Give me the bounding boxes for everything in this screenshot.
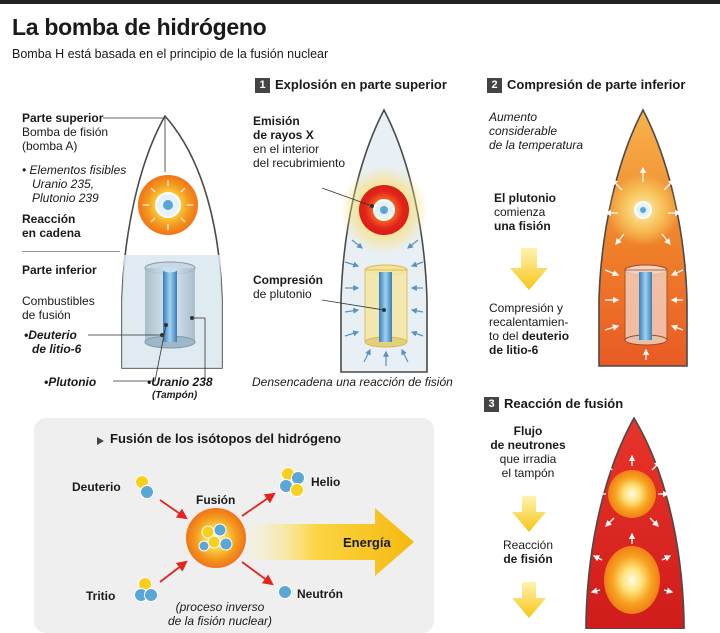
plutonium-fission-label-2: comienza (494, 205, 546, 219)
reheat-label-3: to del deuterio (489, 329, 569, 343)
fissile-elements-label: • Elementos fisibles (22, 163, 127, 177)
plutonium-fission-label: El plutonio (494, 191, 556, 205)
neutron-label: Neutrón (297, 587, 343, 601)
fusion-note-2: de la fisión nuclear) (167, 614, 273, 628)
step2-title: Compresión de parte inferior (507, 77, 686, 92)
fission-bomb-label-2: (bomba A) (22, 139, 78, 153)
page-subtitle: Bomba H está basada en el principio de l… (12, 47, 329, 61)
reheat-label: Compresión y (489, 301, 564, 315)
reheat-text: to del (489, 329, 522, 343)
uranium-label: •Uranio 238 (147, 375, 213, 389)
top-rule (0, 0, 720, 4)
bomb-anatomy (88, 114, 223, 382)
deuterium-lithium-label-2: de litio-6 (32, 342, 82, 356)
step2-heading: 2 Compresión de parte inferior (487, 77, 685, 93)
compression-label-2: de plutonio (253, 287, 312, 301)
fusion-fuel-label-2: de fusión (22, 308, 71, 322)
neutron-flux-label-3: que irradia (499, 452, 557, 466)
fusion-panel-title: Fusión de los isótopos del hidrógeno (110, 431, 342, 446)
chain-reaction-label: Reacción (22, 212, 76, 226)
bomb-step2 (598, 108, 688, 367)
tamper-label: (Tampón) (152, 390, 198, 401)
reheat-deuterium: deuterio (521, 329, 570, 343)
divider (22, 251, 120, 252)
step3-number: 3 (484, 397, 499, 412)
fusion-note: (proceso inverso (175, 600, 265, 614)
fusion-label: Fusión (196, 493, 236, 507)
page-title: La bomba de hidrógeno (12, 14, 267, 40)
plutonium-label: •Plutonio (44, 375, 97, 389)
step3-heading: 3 Reacción de fusión (484, 396, 623, 412)
step1-heading: 1 Explosión en parte superior (255, 77, 447, 93)
compression-label: Compresión (253, 273, 324, 287)
fission-reaction-label: Reacción (502, 538, 554, 552)
fission-reaction-label-2: de fisión (503, 552, 553, 566)
reheat-label-2: recalentamien- (489, 315, 569, 329)
plutonium-fission-label-3: una fisión (494, 219, 551, 233)
temperature-label-3: de la temperatura (489, 138, 584, 152)
chain-reaction-label-2: en cadena (22, 226, 81, 240)
bomb-step1 (321, 108, 428, 373)
temperature-label: Aumento (489, 110, 538, 124)
step1-number: 1 (255, 78, 270, 93)
deuterium-lithium-label: •Deuterio (24, 328, 77, 342)
step2-number: 2 (487, 78, 502, 93)
xray-label-2: de rayos X (253, 128, 314, 142)
energy-label: Energía (343, 535, 391, 550)
xray-label-4: del recubrimiento (253, 156, 346, 170)
reheat-label-4: de litio-6 (489, 343, 539, 357)
neutron-flux-label-4: el tampón (501, 466, 555, 480)
lower-part-label: Parte inferior (22, 263, 97, 277)
fusion-graphic (97, 437, 414, 602)
temperature-label-2: considerable (489, 124, 558, 138)
neutron-flux-label-2: de neutrones (490, 438, 566, 452)
step1-title: Explosión en parte superior (275, 77, 447, 92)
arrow-down-icon (512, 582, 546, 618)
fissile-elements-pu239: Plutonio 239 (32, 191, 99, 205)
upper-part-label: Parte superior (22, 111, 104, 125)
deuterium-label: Deuterio (72, 480, 121, 494)
xray-label: Emisión (253, 114, 300, 128)
fission-bomb-label: Bomba de fisión (22, 125, 109, 139)
neutron-flux-label: Flujo (513, 424, 543, 438)
fissile-elements-u235: Uranio 235, (32, 177, 95, 191)
arrow-down-icon (510, 248, 548, 290)
play-icon (97, 437, 104, 445)
fusion-fuel-label: Combustibles (22, 294, 95, 308)
bomb-step3 (585, 416, 685, 629)
xray-label-3: en el interior (253, 142, 320, 156)
tritium-label: Tritio (86, 589, 116, 603)
arrow-down-icon (512, 496, 546, 532)
helium-label: Helio (311, 475, 341, 489)
step1-caption: Densencadena una reacción de fisión (252, 375, 453, 389)
step3-title: Reacción de fusión (504, 396, 624, 411)
